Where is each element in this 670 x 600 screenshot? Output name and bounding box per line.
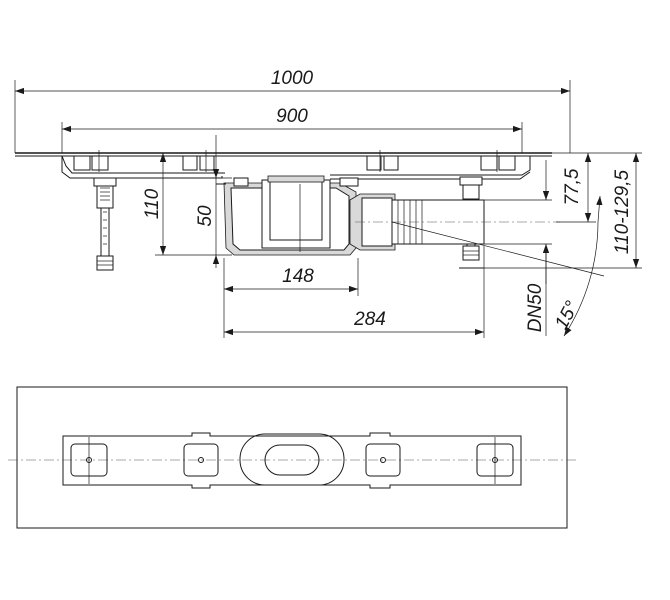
side-bracket-4: [480, 150, 516, 172]
label-outlet-offset: 148: [282, 266, 314, 287]
label-outlet-height: 77,5: [562, 168, 583, 205]
dim-overall-length: 1000: [14, 68, 571, 153]
label-grate-length: 900: [276, 106, 308, 127]
drain-body: [216, 175, 359, 256]
label-body-height: 110: [142, 188, 163, 219]
dim-grate-length: 900: [61, 106, 523, 153]
left-foot: [93, 177, 117, 271]
dim-body-height: 110: [142, 153, 232, 256]
label-height-range: 110-129,5: [612, 169, 633, 254]
dim-outlet-offset: 148: [223, 258, 359, 338]
label-outlet-depth: 50: [195, 205, 216, 227]
dim-outlet-height: 77,5: [552, 152, 596, 223]
side-bracket-1: [73, 150, 109, 172]
side-bracket-3: [366, 150, 399, 172]
outlet-pipe: [349, 193, 560, 251]
top-view: [8, 386, 578, 529]
dim-height-range: 110-129,5: [484, 152, 642, 269]
top-bracket-2: [183, 443, 219, 477]
label-pipe-size: DN50: [525, 283, 546, 332]
label-outlet-length: 284: [353, 309, 386, 330]
top-bracket-4: [476, 437, 514, 484]
top-bracket-3: [365, 443, 401, 477]
dim-outlet-length: 284: [224, 246, 485, 338]
top-drain-outlet: [239, 433, 345, 486]
side-view: 1000 900 110 50 148: [14, 68, 642, 338]
top-bracket-1: [70, 437, 108, 484]
side-bracket-2: [182, 150, 215, 172]
dim-pipe-size: DN50: [484, 160, 552, 336]
label-overall-length: 1000: [271, 68, 314, 89]
dim-outlet-depth: 50: [195, 135, 232, 268]
label-slope-angle: 15°: [551, 297, 583, 333]
